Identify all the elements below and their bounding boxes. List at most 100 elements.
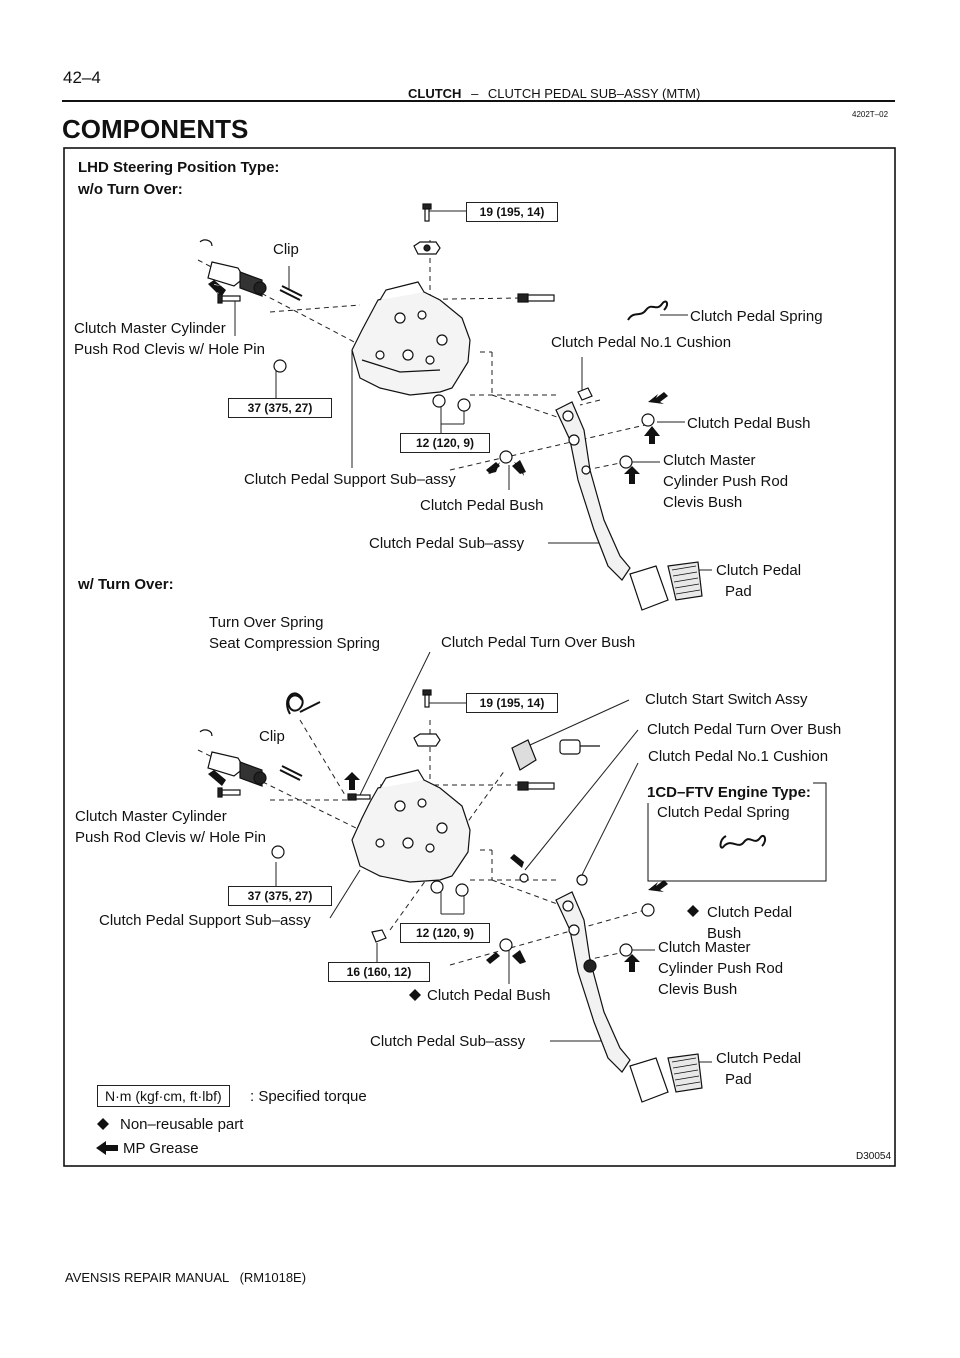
torque-label: 19 (195, 14) [466, 202, 558, 222]
non-reusable-diamond-icon [687, 905, 699, 917]
label-pedal-bush-right: Clutch Pedal Bush [687, 415, 811, 432]
header-dash: – [471, 86, 479, 101]
label-pedal-pad: Clutch Pedal Pad [716, 1048, 801, 1090]
header-breadcrumb: CLUTCH – CLUTCH PEDAL SUB–ASSY (MTM) [408, 86, 700, 101]
legend-grease-arrow-icon [96, 1141, 118, 1155]
nut-icon [430, 880, 444, 894]
spring-icon [627, 300, 669, 321]
label-support: Clutch Pedal Support Sub–assy [244, 471, 456, 488]
bush-icon [499, 450, 513, 464]
nut-icon [271, 845, 285, 859]
label-line: Bush [707, 925, 742, 942]
label-line: Pad [725, 583, 752, 600]
label-clevis-bush: Clutch Master Cylinder Push Rod Clevis B… [663, 450, 788, 513]
label-pedal-sub-assy: Clutch Pedal Sub–assy [370, 1033, 526, 1050]
label-line: Push Rod Clevis w/ Hole Pin [75, 829, 266, 846]
pedal-support-icon [351, 777, 471, 883]
legend-diamond-icon [97, 1118, 109, 1130]
label-line: Clutch Pedal [707, 904, 793, 921]
label-turn-over-bush-right: Clutch Pedal Turn Over Bush [647, 721, 842, 738]
label-clevis-pin: Clutch Master Cylinder Push Rod Clevis w… [74, 318, 265, 360]
label-line: Clutch Master Cylinder [74, 320, 226, 337]
label-pedal-bush-center: Clutch Pedal Bush [427, 987, 551, 1004]
label-start-switch: Clutch Start Switch Assy [645, 691, 808, 708]
engine-box-part: Clutch Pedal Spring [657, 804, 790, 821]
nut-icon [413, 733, 441, 747]
nut-icon [432, 394, 446, 408]
label-pedal-sub-assy: Clutch Pedal Sub–assy [369, 535, 525, 552]
page-number: 42–4 [63, 68, 101, 87]
torque-label: 37 (375, 27) [228, 886, 332, 906]
torque-label: 12 (120, 9) [400, 923, 490, 943]
bush-icon [619, 943, 633, 957]
bush-icon [519, 873, 529, 883]
label-line: Clutch Pedal [716, 1050, 802, 1067]
clip-icon [279, 285, 303, 301]
legend-grease: MP Grease [123, 1140, 199, 1157]
label-turn-over-bush-top: Clutch Pedal Turn Over Bush [441, 634, 636, 651]
torque-label: 19 (195, 14) [466, 693, 558, 713]
label-line: Seat Compression Spring [209, 635, 380, 652]
label-pedal-spring: Clutch Pedal Spring [690, 308, 823, 325]
footer: AVENSIS REPAIR MANUAL (RM1018E) [65, 1270, 307, 1285]
label-line: Cylinder Push Rod [658, 960, 784, 977]
non-reusable-diamond-icon [409, 989, 421, 1001]
label-line: Clutch Pedal [716, 562, 802, 579]
label-turn-over-spring: Turn Over Spring Seat Compression Spring [209, 612, 380, 654]
clip-icon [279, 765, 303, 781]
label-clevis-pin: Clutch Master Cylinder Push Rod Clevis w… [75, 806, 266, 848]
label-pedal-pad: Clutch Pedal Pad [716, 560, 801, 602]
bush-icon [499, 938, 513, 952]
spring-icon [719, 834, 767, 849]
torque-label: 37 (375, 27) [228, 398, 332, 418]
label-no1-cushion: Clutch Pedal No.1 Cushion [648, 748, 829, 765]
label-support: Clutch Pedal Support Sub–assy [99, 912, 311, 929]
bush-icon [641, 903, 655, 917]
label-pedal-bush-right: Clutch Pedal Bush [707, 902, 792, 944]
label-pedal-bush-center: Clutch Pedal Bush [420, 497, 544, 514]
page-title: COMPONENTS [62, 114, 249, 144]
cushion-icon [577, 387, 593, 401]
start-switch-icon [511, 739, 600, 771]
label-line: Push Rod Clevis w/ Hole Pin [74, 341, 265, 358]
grease-arrows-1 [208, 280, 668, 484]
pedal-pad-icon [629, 561, 703, 611]
pedal-arm-icon [555, 891, 631, 1073]
nut-icon [273, 359, 287, 373]
section2-parts [199, 689, 827, 1103]
torque-label: 12 (120, 9) [400, 433, 490, 453]
label-no1-cushion: Clutch Pedal No.1 Cushion [551, 334, 732, 351]
legend-torque-unit: N·m (kgf·cm, ft·lbf) [97, 1085, 230, 1107]
header-section: CLUTCH [408, 86, 462, 101]
label-line: Clevis Bush [658, 981, 738, 998]
figure-frame [63, 147, 896, 1167]
legend-torque-desc: : Specified torque [250, 1088, 367, 1105]
nut-icon [371, 929, 387, 943]
label-clip: Clip [259, 728, 285, 745]
label-line: Clevis Bush [663, 494, 743, 511]
pedal-support-icon [351, 289, 471, 396]
grease-arrows-2 [208, 770, 668, 972]
bush-icon [619, 455, 633, 469]
section1-heading-line2: w/o Turn Over: [78, 181, 183, 198]
torque-label: 16 (160, 12) [328, 962, 430, 982]
header-subsection: CLUTCH PEDAL SUB–ASSY (MTM) [487, 86, 701, 101]
bush-icon [641, 413, 655, 427]
turn-over-spring-icon [286, 692, 321, 715]
label-line: Clutch Master [658, 939, 751, 956]
section1-heading: LHD Steering Position Type: w/o Turn Ove… [78, 157, 279, 201]
pedal-arm-icon [555, 401, 631, 581]
label-clevis-bush: Clutch Master Cylinder Push Rod Clevis B… [658, 937, 783, 1000]
section2-heading: w/ Turn Over: [78, 576, 174, 593]
section1-heading-line1: LHD Steering Position Type: [78, 159, 280, 176]
clevis-icon [199, 239, 267, 297]
label-line: Pad [725, 1071, 752, 1088]
nut-icon [455, 883, 469, 897]
cushion-icon [576, 874, 588, 886]
label-line: Clutch Master Cylinder [75, 808, 227, 825]
section1-parts [199, 203, 703, 611]
legend-non-reusable: Non–reusable part [120, 1116, 244, 1133]
figure-id: D30054 [856, 1151, 892, 1162]
pin-icon [217, 787, 241, 798]
